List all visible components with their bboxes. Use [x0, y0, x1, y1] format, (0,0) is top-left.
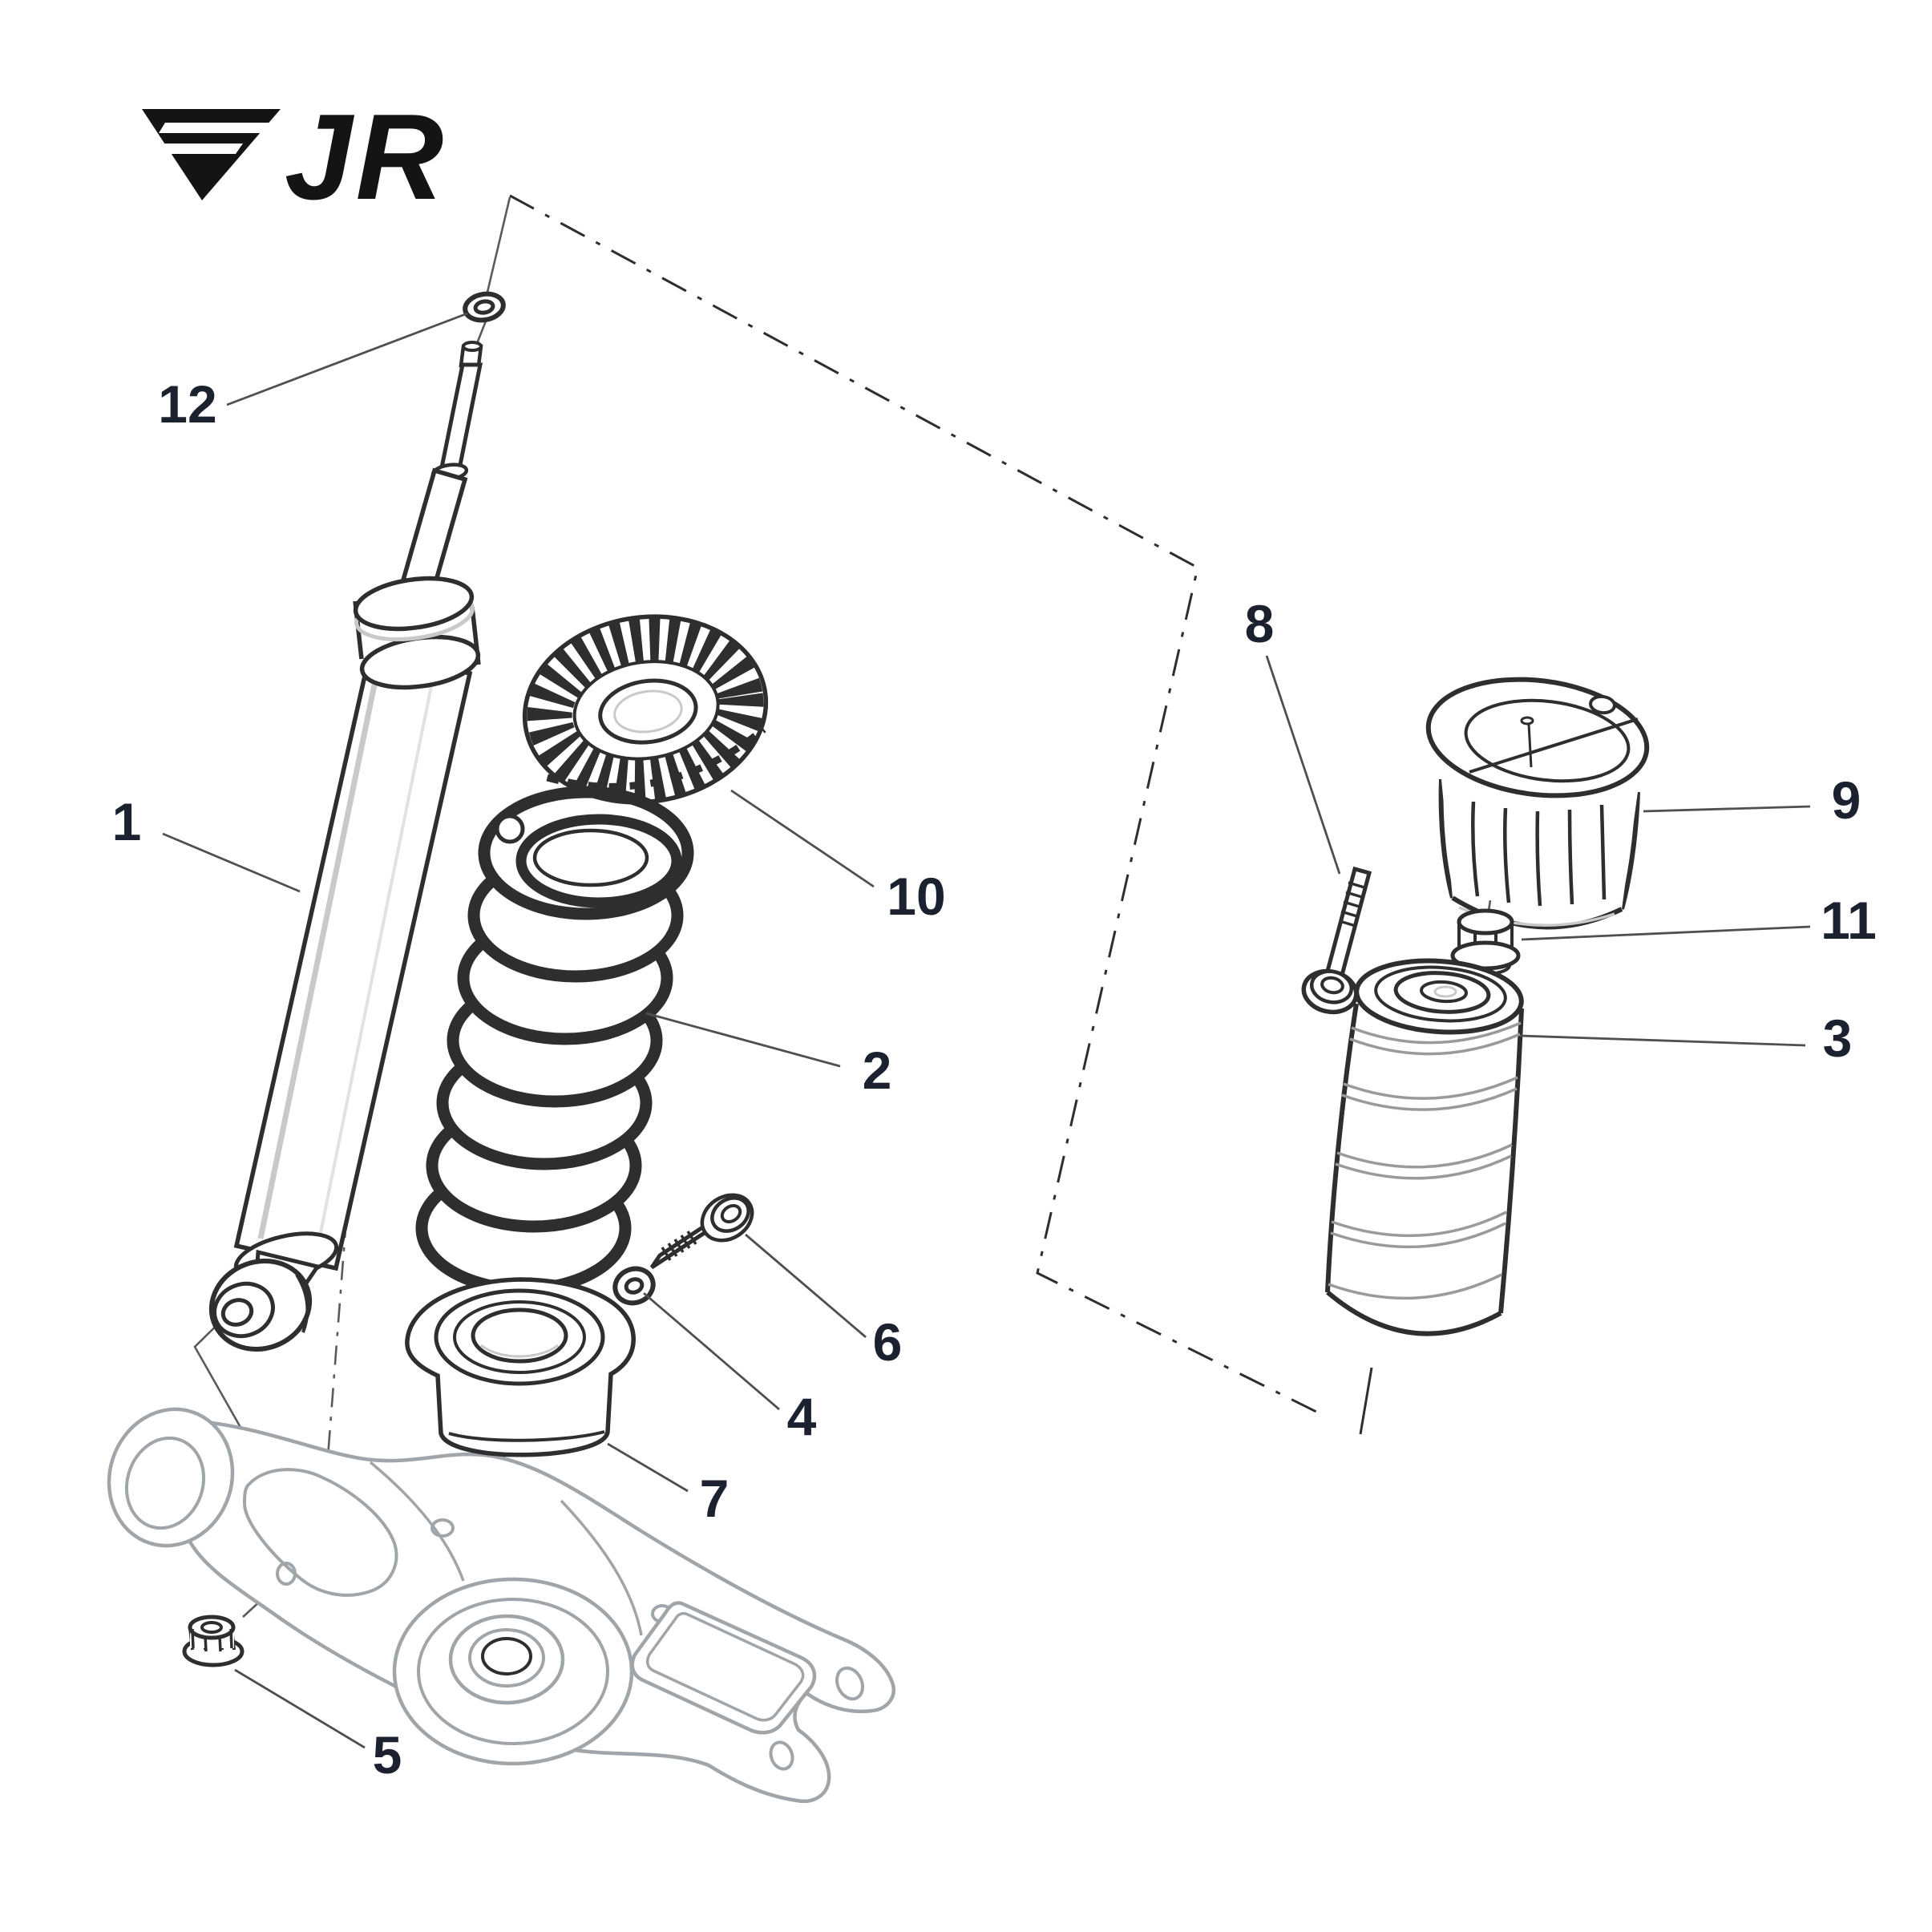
callout-label-11: 11 — [1821, 891, 1877, 950]
callout-label-8: 8 — [1245, 594, 1275, 653]
shock-collar — [353, 576, 475, 632]
part-upper-spring-seat-10 — [522, 614, 769, 805]
leader-7 — [607, 1442, 689, 1493]
callout-label-9: 9 — [1832, 770, 1861, 830]
part-flange-nut-11 — [1450, 908, 1521, 976]
seat-ribs — [527, 617, 764, 802]
part-lower-control-arm — [107, 1407, 896, 1804]
boundary-dash-line — [509, 194, 1373, 1435]
arm-opening — [242, 1468, 398, 1597]
callout-label-1: 1 — [112, 792, 142, 851]
part-shock-absorber-1 — [208, 341, 483, 1352]
leader-8 — [1265, 655, 1341, 875]
leader-lines — [162, 312, 1811, 1749]
leader-4 — [643, 1291, 780, 1411]
brand-logo: JR — [142, 89, 447, 225]
callout-label-7: 7 — [700, 1469, 730, 1528]
callout-label-5: 5 — [373, 1725, 402, 1784]
arm-shock-bracket — [630, 1601, 817, 1735]
part-bellows-3 — [1325, 958, 1524, 1336]
part-bolt-6 — [649, 1193, 754, 1270]
part-bolt-8 — [1301, 866, 1372, 1015]
part-flange-nut-5 — [182, 1615, 245, 1667]
leader-9 — [1643, 805, 1811, 813]
callout-label-4: 4 — [787, 1387, 817, 1446]
part-washer-4 — [612, 1266, 656, 1306]
shock-rod — [438, 362, 483, 475]
leader-3 — [1519, 1034, 1806, 1047]
part-lower-spring-seat-7 — [405, 1277, 636, 1457]
spring-wire-end — [495, 814, 525, 844]
callout-labels: 1 2 3 4 5 6 7 8 9 10 11 12 — [112, 374, 1877, 1784]
leader-1 — [162, 832, 301, 893]
callout-label-3: 3 — [1823, 1008, 1853, 1068]
callout-label-2: 2 — [863, 1041, 892, 1100]
part-top-mount-cap-9 — [1425, 677, 1650, 930]
logo-jr-text: JR — [285, 89, 447, 225]
leader-12 — [226, 312, 468, 406]
part-coil-spring-2 — [415, 786, 694, 1295]
leader-5 — [234, 1668, 366, 1749]
leader-6 — [745, 1233, 867, 1339]
leader-10 — [730, 789, 875, 888]
callout-label-12: 12 — [158, 374, 216, 434]
callout-label-6: 6 — [873, 1312, 903, 1372]
leader-11 — [1521, 925, 1811, 941]
part-washer-12 — [463, 291, 506, 323]
callout-label-10: 10 — [887, 867, 945, 926]
leader-2 — [645, 1012, 841, 1068]
